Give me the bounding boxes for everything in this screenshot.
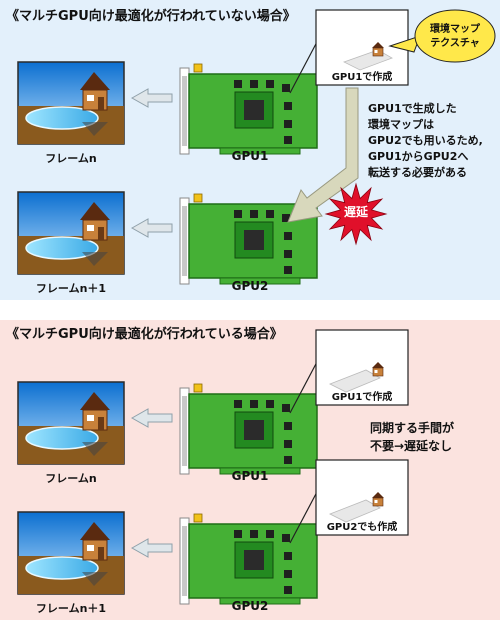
bubble-line-1: 環境マップ <box>430 22 481 35</box>
memory-chip <box>250 400 258 408</box>
bottom-note-line-2: 不要→遅延なし <box>370 438 452 453</box>
bottom-frame-n1-label: フレームn＋1 <box>36 602 106 615</box>
memory-chip <box>250 80 258 88</box>
memory-chip <box>266 530 274 538</box>
arrow-shape <box>130 88 173 108</box>
arrow-shape <box>130 408 173 428</box>
memory-chip <box>266 210 274 218</box>
bottom-frame-n-image <box>17 381 125 465</box>
bottom-gpu2-card <box>179 513 318 605</box>
bottom-frame-n1-image <box>17 511 125 595</box>
arrow-shape <box>130 218 173 238</box>
top-frame-n1-image <box>17 191 125 275</box>
memory-chip <box>282 214 290 222</box>
bottom-envmap-inset-2: GPU2でも作成 <box>289 459 409 544</box>
memory-chip <box>282 534 290 542</box>
transfer-arrow <box>287 87 359 223</box>
memory-chip <box>284 586 292 594</box>
pcie-connector <box>219 147 301 155</box>
power-connector <box>193 193 203 203</box>
top-envmap-inset: GPU1で作成 <box>289 9 409 94</box>
bottom-note: 同期する手間が 不要→遅延なし <box>370 420 454 453</box>
top-gpu1-label: GPU1 <box>232 149 269 163</box>
memory-chip <box>234 80 242 88</box>
memory-chip <box>250 530 258 538</box>
bottom-gpu1-output-arrow <box>130 408 173 428</box>
gpu-die <box>244 550 264 570</box>
memory-chip <box>266 400 274 408</box>
memory-chip <box>284 552 292 560</box>
top-frame-n-label: フレームn <box>45 152 97 165</box>
bubble-line-2: テクスチャ <box>430 37 480 49</box>
top-note-line-4: GPU1からGPU2へ <box>368 150 468 163</box>
memory-chip <box>266 80 274 88</box>
envmap-texture-bubble: 環境マップ テクスチャ <box>388 9 496 63</box>
delay-label: 遅延 <box>344 204 369 219</box>
memory-chip <box>234 530 242 538</box>
top-note-line-5: 転送する必要がある <box>368 165 467 179</box>
power-connector <box>193 513 203 523</box>
memory-chip <box>234 400 242 408</box>
memory-chip <box>282 404 290 412</box>
gpu-die <box>244 100 264 120</box>
top-note-line-2: 環境マップは <box>368 117 434 131</box>
power-connector <box>193 383 203 393</box>
top-frame-n-image <box>17 61 125 145</box>
top-note-line-1: GPU1で生成した <box>368 101 457 115</box>
top-gpu2-output-arrow <box>130 218 173 238</box>
bottom-gpu2-output-arrow <box>130 538 173 558</box>
bottom-gpu1-card <box>179 383 318 475</box>
bottom-note-line-1: 同期する手間が <box>370 420 454 435</box>
gpu-die <box>244 230 264 250</box>
top-note-line-3: GPU2でも用いるため, <box>368 134 483 147</box>
gpu-die <box>244 420 264 440</box>
memory-chip <box>284 250 292 258</box>
top-gpu1-card <box>179 63 318 155</box>
memory-chip <box>284 570 292 578</box>
top-note: GPU1で生成した 環境マップは GPU2でも用いるため, GPU1からGPU2… <box>368 101 483 179</box>
bottom-gpu1-label: GPU1 <box>232 469 269 483</box>
top-inset-caption: GPU1で作成 <box>332 70 393 83</box>
top-title: 《マルチGPU向け最適化が行われていない場合》 <box>6 8 296 24</box>
bottom-inset-2-caption: GPU2でも作成 <box>327 520 398 533</box>
delay-burst: 遅延 <box>324 182 388 246</box>
memory-chip <box>284 136 292 144</box>
memory-chip <box>284 232 292 240</box>
pcie-connector <box>219 467 301 475</box>
bottom-gpu2-label: GPU2 <box>232 599 269 613</box>
top-gpu2-label: GPU2 <box>232 279 269 293</box>
top-frame-n1-label: フレームn＋1 <box>36 282 106 295</box>
memory-chip <box>284 102 292 110</box>
bottom-title: 《マルチGPU向け最適化が行われている場合》 <box>6 326 283 342</box>
pcie-connector <box>219 597 301 605</box>
pcie-connector <box>219 277 301 285</box>
memory-chip <box>284 422 292 430</box>
power-connector <box>193 63 203 73</box>
bottom-frame-n-label: フレームn <box>45 472 97 485</box>
top-gpu1-output-arrow <box>130 88 173 108</box>
memory-chip <box>284 266 292 274</box>
memory-chip <box>284 456 292 464</box>
memory-chip <box>250 210 258 218</box>
bottom-inset-1-caption: GPU1で作成 <box>332 390 393 403</box>
memory-chip <box>284 120 292 128</box>
memory-chip <box>282 84 290 92</box>
arrow-shape <box>130 538 173 558</box>
memory-chip <box>284 440 292 448</box>
bottom-envmap-inset-1: GPU1で作成 <box>289 329 409 414</box>
memory-chip <box>234 210 242 218</box>
